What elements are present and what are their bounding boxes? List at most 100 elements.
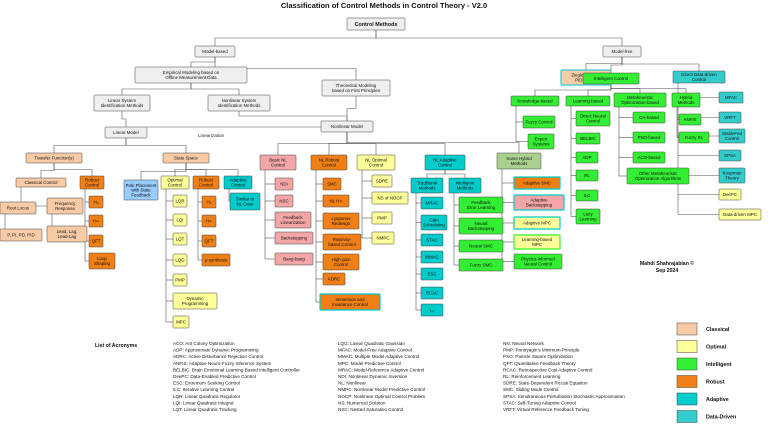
node-ilc-label: ILC	[584, 193, 591, 198]
acronym-entry: DeePC: Data-Enabled Predictive Control	[173, 374, 256, 379]
node-ga-based-label: GA-based	[639, 115, 659, 120]
node-root-label: Control Methods	[355, 22, 398, 28]
node-vrft: VRFT	[718, 111, 742, 124]
edge-nonlinear-model-hybrid	[346, 132, 520, 153]
node-root-locus: Root Locus	[0, 201, 37, 215]
node-learning-based-label: Learning-based	[573, 99, 604, 104]
node-transfer-fn-label: Transfer Function(s)	[34, 156, 74, 161]
node-esc: ESC	[420, 267, 444, 281]
edge-empirical-lin-sysid	[121, 83, 192, 95]
node-lin-sysid-label: Linear System	[108, 98, 136, 103]
edge-state-space-adaptive-control-ss	[185, 163, 239, 176]
edge-transfer-fn-robust-control-tf	[53, 163, 93, 176]
node-robust-control-tf-label: Control	[85, 182, 99, 187]
legend: ClassicalOptimalIntelligentRobustAdaptiv…	[676, 322, 736, 423]
node-traditional-label: Methods	[419, 185, 437, 190]
acronym-entry: ILC: Iterative Learning Control	[173, 387, 234, 392]
node-lyapunov-label: Lyapunov	[332, 216, 352, 221]
node-pmp: PMP	[172, 273, 188, 287]
node-adaptive-control-ss-label: Control	[231, 182, 245, 187]
node-pmp-nl: PMP	[371, 211, 393, 225]
node-dd-mpc: Data-driven MPC	[718, 208, 762, 221]
node-stable-fed-label: StableFed	[722, 131, 743, 136]
node-hinf-tf-label: H∞	[93, 219, 99, 224]
node-expert-systems-label: Systems	[533, 141, 551, 146]
node-loop-shaping-label: Shaping	[94, 261, 111, 266]
node-pmp-nl-label: PMP	[377, 216, 387, 221]
node-transfer-fn: Transfer Function(s)	[25, 152, 83, 164]
node-vrft-label: VRFT	[724, 115, 736, 120]
edge-transfer-fn-classical-control	[40, 163, 55, 178]
node-smc: SMC	[322, 177, 342, 191]
node-fuzzy-control-label: Fuzzy Control	[525, 120, 552, 125]
node-hybrid-methods-label: Hybrid	[680, 95, 693, 100]
node-mpc: MPC	[172, 315, 190, 329]
node-spsa-label: SPSA	[724, 153, 736, 158]
acronym-entry: ADP: Approximate Dynamic Programming	[173, 348, 259, 353]
node-state-space: State Space	[162, 152, 210, 164]
acronym-entry: SDRE: State-Dependent Riccati Equation	[503, 381, 588, 386]
edge-nl-adaptive-traditional	[426, 170, 446, 178]
node-high-gain-label: High-gain	[332, 257, 351, 262]
node-metaheuristic-label: Metaheuristic	[627, 95, 654, 100]
node-adaptive-mpc: Adaptive MPC	[513, 216, 561, 230]
acronym-entry: NL: Nonlinear	[338, 381, 367, 386]
node-nonlin-sysid-label: Nonlinear System	[222, 98, 257, 103]
node-hinf-ss-label: H∞	[206, 219, 212, 224]
linearization-label: Linearization	[198, 133, 224, 138]
acronym-entry: MMAC: Multiple Model Adaptive Control	[338, 354, 419, 359]
edge-model-based-empirical	[190, 57, 216, 67]
node-pinn-control-label: Physics-informed	[521, 257, 555, 262]
node-pso-based-label: PSO-based	[638, 135, 661, 140]
node-theoretical-label: based on First Principles	[332, 88, 381, 93]
node-bang-bang: Bang-bang	[274, 252, 314, 266]
node-linear-model: Linear Model	[104, 126, 148, 139]
node-metaheuristic-label: Optimization-based	[621, 100, 659, 105]
node-adaptive-smc-label: Adaptive SMC	[523, 181, 551, 186]
node-anfis-label: ANFIS	[684, 117, 697, 122]
node-lazy-learning-label: Lazy	[583, 212, 593, 217]
node-fuzzy-rl-label: Fuzzy RL	[685, 135, 704, 140]
node-empirical-label: Empirical Modeling based on	[163, 70, 220, 75]
node-direct-dd-label: Control	[692, 77, 706, 82]
node-hinf-tf: H∞	[88, 214, 104, 228]
edge-root-model-based	[214, 30, 377, 46]
edge-intelligent-control-hybrid-methods	[610, 84, 687, 93]
node-lqg-label: LQG	[175, 258, 185, 263]
node-rl: RL	[575, 169, 599, 182]
node-nonlin-sysid-label: Identification Methods	[218, 103, 262, 108]
node-bang-bang-label: Bang-bang	[283, 257, 305, 262]
node-adaptive-smc: Adaptive SMC	[513, 176, 561, 190]
author-date: Sep 2024	[656, 268, 679, 274]
node-similar-nl-label: NL Case	[237, 201, 254, 206]
node-backstepping-label: Backstepping	[281, 236, 308, 241]
node-adrc: ADRC	[322, 272, 346, 286]
node-dyn-prog-label: Programming	[182, 301, 209, 306]
node-fuzzy-control: Fuzzy Control	[522, 115, 556, 129]
node-smc-label: SMC	[327, 182, 337, 187]
node-neural-backstep-label: Neural	[475, 221, 488, 226]
node-classical-control-label: Classical Control	[25, 180, 58, 185]
legend-swatch-adaptive	[676, 392, 698, 406]
node-mmac-label: MMAC	[425, 255, 438, 260]
edge-state-space-optimal-control	[174, 163, 187, 176]
acronym-entry: LQI: Linear Quadratic Integral	[173, 400, 234, 405]
node-sdre-label: SDRE	[376, 179, 388, 184]
node-dyn-prog-label: Dynamic	[186, 296, 204, 301]
edge-lin-sysid-linear-model	[121, 111, 127, 127]
acronym-entry: ESC: Extremum Seeking Control	[173, 381, 240, 386]
